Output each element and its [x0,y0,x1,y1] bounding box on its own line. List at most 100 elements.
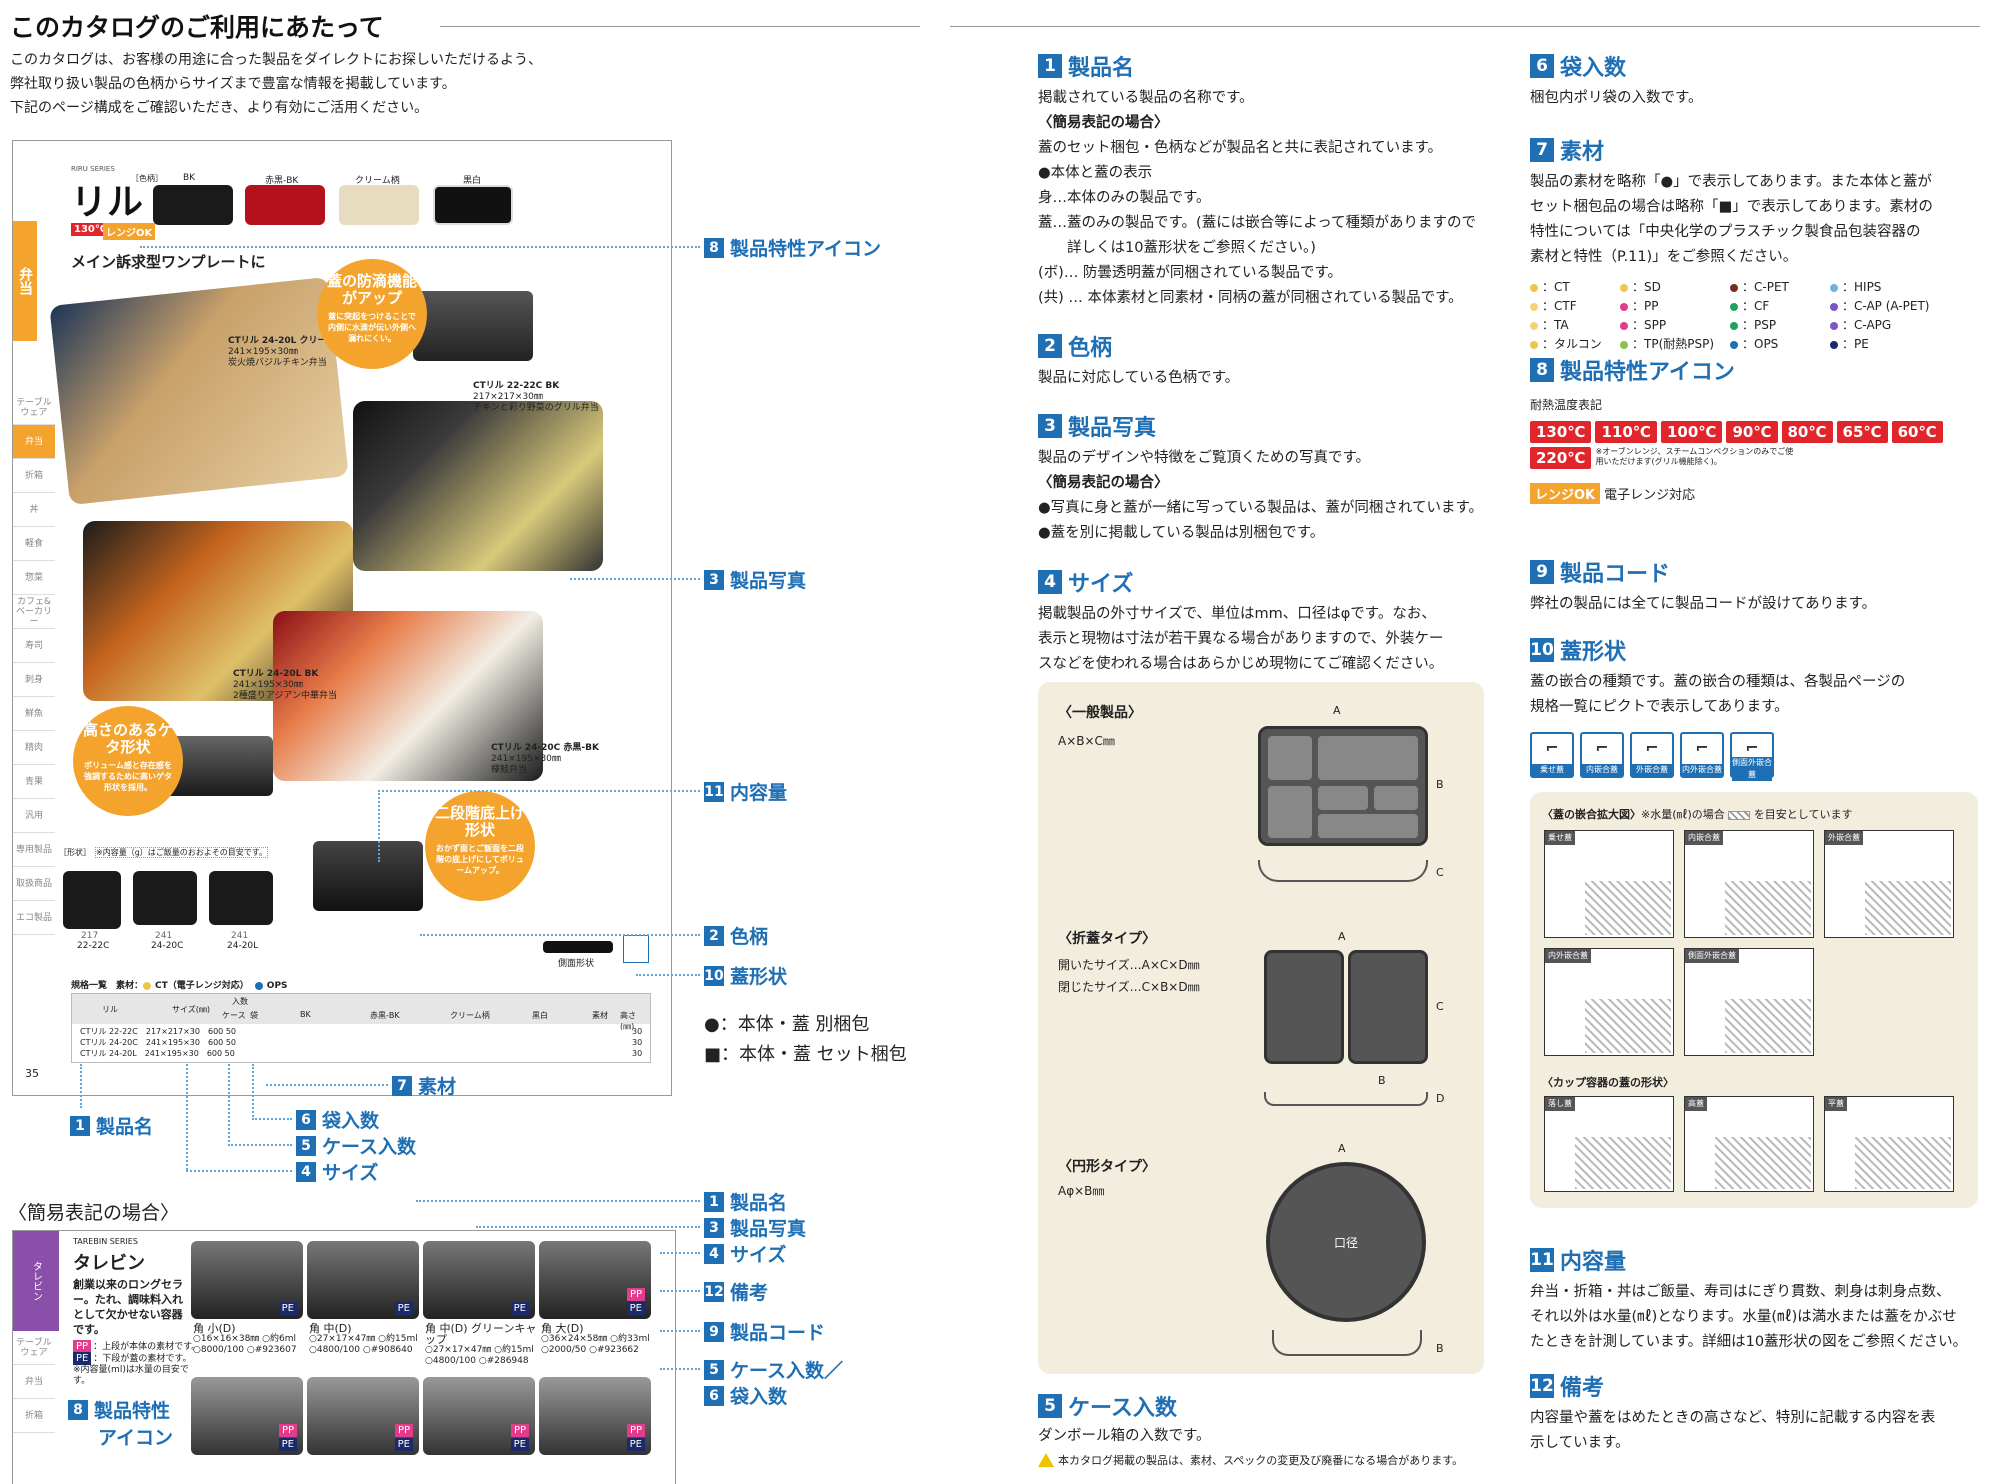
intro-text: このカタログは、お客様の用途に合った製品をダイレクトにお探しいただけるよう、弊社… [10,52,542,116]
lid-icon-sit-on: ⌐乗せ蓋 [1530,732,1574,778]
size-diagram-box: 〈一般製品〉 A×B×C㎜ A B C 〈折蓋タイプ〉 開いたサイズ…A×C×D… [1038,682,1484,1374]
leader [378,790,700,792]
leader [252,1118,292,1120]
warning-note: 本カタログ掲載の製品は、素材、スペックの変更及び廃番になる場合があります。 [1038,1452,1463,1468]
item-info: 角 小(D)○16×16×38㎜ ○約6ml○8000/100 ○#923607 [193,1322,297,1355]
shape-thumb [209,871,273,925]
leader [570,578,700,580]
fit-diagram: 内外嵌合蓋 [1544,948,1674,1056]
feature-bubble: 二段階底上げ形状おかず面とご飯面を二段階の底上げにしてボリュームアップ。 [425,791,535,901]
cup-lid-diagram: 平蓋 [1824,1096,1954,1192]
category-tab: 弁当 [13,221,37,341]
simple-material-note: PP：上段が本体の素材です。 PE：下段が蓋の素材です。 ※内容量(ml)は水量… [73,1340,201,1386]
feature-bubble: 蓋の防滴機能がアップ蓋に突起をつけることで内側に水滴が伝い外側へ漏れにくい。 [317,259,427,369]
leader [80,1064,82,1108]
range-ok-badge: レンジOK [1530,483,1601,504]
leader [660,1368,700,1370]
simple-series-en: TAREBIN SERIES [73,1237,138,1246]
sample-sidenav: テーブルウェア弁当折箱丼軽食惣菜カフェ&ベーカリー寿司刺身鮮魚精肉青果汎用専用製… [13,391,55,935]
leader [266,1084,388,1086]
item-card: PE [307,1241,419,1319]
color-name: 黒白 [463,176,482,186]
leader [378,790,380,862]
color-name: クリーム柄 [355,176,400,186]
color-name: BK [183,173,196,183]
shape-width: 241 [155,931,173,941]
title-rule [440,26,920,27]
lid-fit-diagram-box: 〈蓋の嵌合拡大図〉※水量(㎖)の場合 を目安としています 乗せ蓋 内嵌合蓋 外嵌… [1530,792,1978,1208]
side-shape [543,941,613,953]
spec-table: リル サイズ(㎜) 入数 ケース 袋 BK 赤黒-BK クリーム柄 黒白 素材 … [71,993,651,1063]
shape-label: ［形状］※内容量（g）はご飯量のおおよその目安です。 [59,847,268,858]
photo-product-cream [49,276,349,506]
badge-temp: 130℃ [71,223,110,236]
leader [186,1064,188,1170]
simple-sample-page: タレビン テーブルウェア弁当折箱 TAREBIN SERIES タレビン 創業以… [12,1230,676,1484]
shape-thumb [133,871,197,925]
lid-icon-outer-fit: ⌐外嵌合蓋 [1630,732,1674,778]
shape-width: 241 [231,931,249,941]
shape-code: 24-20L [227,941,259,951]
fit-diagram: 側面外嵌合蓋 [1684,948,1814,1056]
shape-width: 217 [81,931,99,941]
round-container-diagram: 口径 [1266,1162,1426,1322]
side-label: 側面形状 [558,959,595,969]
lid-icon-side-outer-fit: ⌐側面外嵌合蓋 [1730,732,1774,781]
feature-bubble: 高さのあるゲタ形状ボリューム感と存在感を強調するために高いゲタ形状を採用。 [73,706,183,816]
cup-lid-diagram: 高蓋 [1684,1096,1814,1192]
badge-range: レンジOK [103,223,156,240]
shape-thumb [63,871,121,929]
warning-icon [1038,1453,1054,1467]
folding-lid-diagram [1264,950,1344,1064]
leader [228,1064,230,1146]
photo-bottom-detail [313,841,423,911]
item-info: 角 中(D)○27×17×47㎜ ○約15ml○4800/100 ○#90864… [309,1322,418,1355]
item-info: 角 大(D)○36×24×58㎜ ○約33ml○2000/50 ○#923662 [541,1322,650,1355]
sample-catalog-page: 弁当 テーブルウェア弁当折箱丼軽食惣菜カフェ&ベーカリー寿司刺身鮮魚精肉青果汎用… [12,140,672,1096]
catch-copy: メイン訴求型ワンプレートに [71,253,266,271]
fit-diagram: 外嵌合蓋 [1824,830,1954,938]
leader [228,1144,292,1146]
fit-diagram: 内嵌合蓋 [1684,830,1814,938]
leader [660,1290,700,1292]
item-card: PE [191,1241,303,1319]
photo-lid-detail [413,291,533,361]
simple-sidenav: テーブルウェア弁当折箱 [13,1331,55,1433]
leader [476,1226,700,1228]
color-thumb-cream [339,185,419,225]
item-info: 角 中(D) グリーンキャップ○27×17×47㎜ ○約15ml○4800/10… [425,1322,537,1366]
packing-legend: ●：本体・蓋 別梱包■：本体・蓋 セット梱包 [704,1014,907,1065]
lid-icon-inner-fit: ⌐内嵌合蓋 [1580,732,1624,778]
leader [420,934,700,936]
simple-title: 〈簡易表記の場合〉 [8,1202,180,1224]
leader [636,974,700,976]
photo-product-22c [353,401,603,571]
item-card: PE [423,1241,535,1319]
page-divider [950,26,1980,27]
